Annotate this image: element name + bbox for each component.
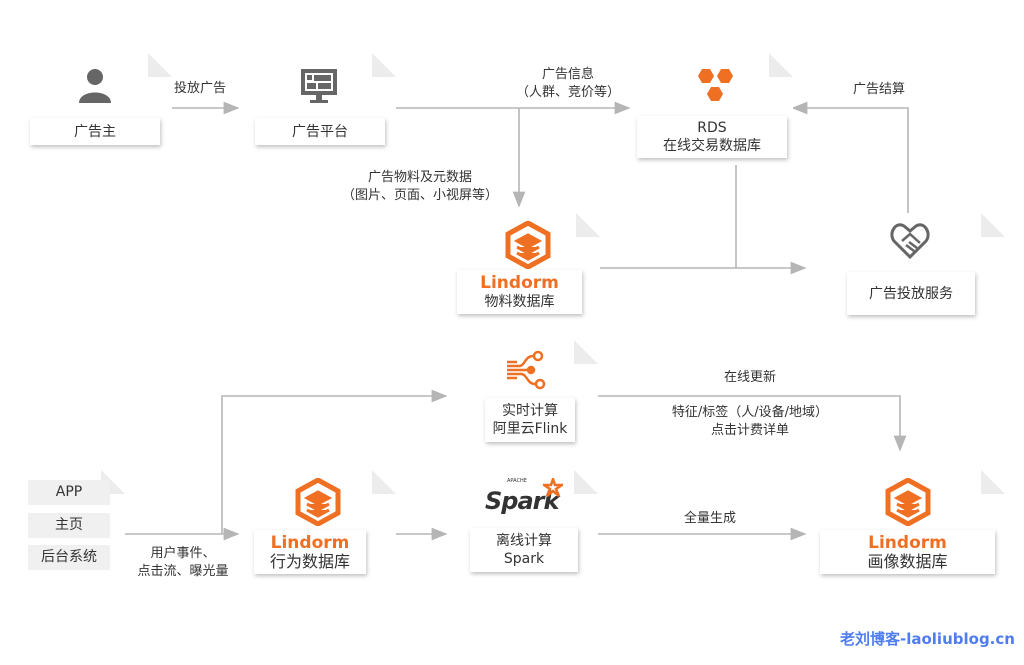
lindorm-icon xyxy=(294,478,342,526)
arrow-service-to-rds xyxy=(791,101,909,213)
monitor-dashboard-icon xyxy=(300,68,338,104)
profile-db-label: Lindorm 画像数据库 xyxy=(820,530,995,574)
advertiser-label: 广告主 xyxy=(30,118,160,145)
lindorm-icon xyxy=(884,478,932,526)
flink-subtitle: 阿里云Flink xyxy=(492,421,568,437)
edge-label-ad-info-line2: （人群、竞价等） xyxy=(515,85,620,100)
edge-label-material: 广告物料及元数据 （图片、页面、小视屏等） xyxy=(320,169,520,205)
material-db-label: Lindorm 物料数据库 xyxy=(457,270,582,314)
rds-label: RDS 在线交易数据库 xyxy=(637,116,787,158)
lindorm-brand: Lindorm xyxy=(270,532,350,553)
profile-db-node[interactable]: Lindorm 画像数据库 xyxy=(810,470,1005,580)
edge-label-online-update: 在线更新 xyxy=(723,370,776,385)
edge-label-features: 特征/标签（人/设备/地域） 点击计费详单 xyxy=(640,404,860,440)
person-icon xyxy=(77,67,113,103)
handshake-heart-icon xyxy=(890,221,930,259)
spark-title: 离线计算 xyxy=(496,533,552,549)
lindorm-brand: Lindorm xyxy=(868,532,947,553)
edge-label-place-ads: 投放广告 xyxy=(174,81,227,96)
spark-label: 离线计算 Spark xyxy=(470,528,578,572)
edge-label-ad-info-line1: 广告信息 xyxy=(541,67,594,82)
edge-label-features-line2: 点击计费详单 xyxy=(710,423,789,438)
spark-logo-icon: APACHE Spark xyxy=(485,478,565,522)
flink-label: 实时计算 阿里云Flink xyxy=(485,398,575,442)
ad-service-label: 广告投放服务 xyxy=(847,272,975,315)
rds-title: RDS xyxy=(697,120,727,136)
behavior-db-node[interactable]: Lindorm 行为数据库 xyxy=(242,470,396,580)
watermark: 老刘博客-laoliublog.cn xyxy=(840,630,1015,648)
edge-label-ad-info: 广告信息 （人群、竞价等） xyxy=(508,66,628,102)
ad-platform-node[interactable]: 广告平台 xyxy=(242,53,396,165)
source-backend[interactable]: 后台系统 xyxy=(28,545,110,570)
edge-label-user-events-line1: 用户事件、 xyxy=(150,546,216,561)
lindorm-brand: Lindorm xyxy=(480,272,559,293)
spark-logo-apache: APACHE xyxy=(507,478,527,484)
sources-node[interactable]: APP 主页 后台系统 xyxy=(12,470,125,580)
lindorm-icon xyxy=(504,221,552,269)
rds-subtitle: 在线交易数据库 xyxy=(663,138,761,154)
edge-label-material-line2: （图片、页面、小视屏等） xyxy=(341,188,498,203)
edge-label-user-events-line2: 点击流、曝光量 xyxy=(137,564,229,579)
flink-title: 实时计算 xyxy=(502,403,558,419)
spark-logo-text: Spark xyxy=(485,487,559,515)
material-db-title: 物料数据库 xyxy=(484,293,555,310)
rds-hexagons-icon xyxy=(697,67,735,107)
material-db-node[interactable]: Lindorm 物料数据库 xyxy=(449,213,600,325)
edge-label-settlement: 广告结算 xyxy=(853,82,906,97)
behavior-db-title: 行为数据库 xyxy=(269,551,350,571)
arrow-flink-to-profile xyxy=(598,395,907,452)
behavior-db-label: Lindorm 行为数据库 xyxy=(254,530,366,574)
profile-db-title: 画像数据库 xyxy=(867,551,948,571)
spark-node[interactable]: APACHE Spark 离线计算 Spark xyxy=(450,470,598,580)
edge-label-user-events: 用户事件、 点击流、曝光量 xyxy=(124,545,242,581)
edge-label-material-line1: 广告物料及元数据 xyxy=(367,170,472,185)
source-homepage[interactable]: 主页 xyxy=(28,513,110,538)
arrow-sources-to-flink xyxy=(221,389,448,534)
advertiser-node[interactable]: 广告主 xyxy=(17,53,172,165)
stream-icon xyxy=(505,350,547,392)
ad-service-node[interactable]: 广告投放服务 xyxy=(810,213,1005,325)
source-app[interactable]: APP xyxy=(28,480,110,505)
ad-platform-label: 广告平台 xyxy=(255,118,385,145)
edge-label-full-gen: 全量生成 xyxy=(683,511,736,526)
flink-node[interactable]: 实时计算 阿里云Flink xyxy=(450,340,598,450)
edge-label-features-line1: 特征/标签（人/设备/地域） xyxy=(671,405,829,420)
spark-subtitle: Spark xyxy=(503,551,545,567)
rds-node[interactable]: RDS 在线交易数据库 xyxy=(633,53,793,165)
